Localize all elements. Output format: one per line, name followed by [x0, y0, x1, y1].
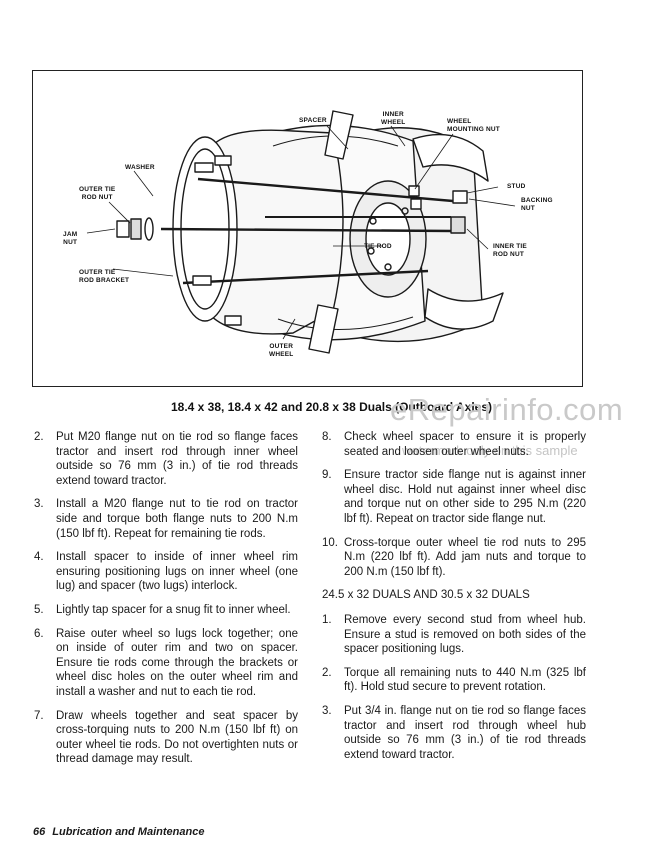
list-item: 10.Cross-torque outer wheel tie rod nuts…	[322, 536, 586, 578]
tie-rod-bottom	[182, 269, 429, 285]
list-item: 2.Torque all remaining nuts to 440 N.m (…	[322, 666, 586, 694]
label-inner-wheel: INNER WHEEL	[381, 111, 406, 126]
watermark-note: watermark only on this sample	[402, 443, 578, 458]
label-spacer: SPACER	[299, 117, 327, 124]
list-item: 3.Install a M20 flange nut to tie rod on…	[34, 498, 298, 540]
tie-rod-middle	[160, 227, 454, 233]
section-name: Lubrication and Maintenance	[52, 826, 205, 838]
outer-tie-rod-nut	[130, 218, 142, 240]
tie-rod-top	[197, 177, 454, 203]
label-wheel-mounting-nut: WHEEL MOUNTING NUT	[447, 118, 500, 133]
list-item: 8.Check wheel spacer to ensure it is pro…	[322, 431, 586, 458]
list-item: 4.Install spacer to inside of inner whee…	[34, 551, 298, 593]
label-outer-tie-rod-bracket: OUTER TIE ROD BRACKET	[79, 269, 130, 284]
washer	[144, 217, 154, 241]
page-number: 66	[33, 826, 46, 838]
figure-frame: SPACER INNER WHEEL WHEEL MOUNTING NUT WA…	[32, 70, 583, 387]
label-tie-rod: TIE ROD	[364, 243, 392, 250]
outer-wheel-rim	[202, 129, 344, 335]
inner-tie-rod-nut	[450, 216, 466, 234]
list-item: 1.Remove every second stud from wheel hu…	[322, 613, 586, 656]
list-item: 2.Put M20 flange nut on tie rod so flang…	[34, 431, 298, 487]
label-inner-tie-rod-nut: INNER TIE ROD NUT	[493, 243, 527, 258]
backing-nut	[452, 190, 468, 204]
list-item: 9.Ensure tractor side flange nut is agai…	[322, 469, 586, 525]
label-washer: WASHER	[125, 164, 155, 171]
label-jam-nut: JAM NUT	[63, 231, 78, 246]
left-column: 2.Put M20 flange nut on tie rod so flang…	[34, 430, 298, 776]
right-column: 8.Check wheel spacer to ensure it is pro…	[322, 430, 586, 771]
list-item: 7.Draw wheels together and seat spacer b…	[34, 709, 298, 766]
section-subheading: 24.5 x 32 DUALS AND 30.5 x 32 DUALS	[322, 589, 530, 602]
dual-wheel-illustration	[86, 110, 516, 354]
label-stud: STUD	[507, 183, 526, 190]
list-item: 3.Put 3/4 in. flange nut on tie rod so f…	[322, 704, 586, 761]
list-item: 5.Lightly tap spacer for a snug fit to i…	[34, 603, 291, 616]
label-outer-tie-rod-nut: OUTER TIE ROD NUT	[79, 186, 116, 201]
figure-caption: 18.4 x 38, 18.4 x 42 and 20.8 x 38 Duals…	[170, 400, 493, 414]
list-item: 6.Raise outer wheel so lugs lock togethe…	[34, 627, 298, 698]
watermark-site: eRepairinfo.com	[390, 392, 624, 427]
page-footer: 66 Lubrication and Maintenance	[33, 826, 204, 838]
label-backing-nut: BACKING NUT	[521, 197, 553, 212]
label-outer-wheel: OUTER WHEEL	[269, 343, 294, 358]
jam-nut	[116, 220, 130, 238]
